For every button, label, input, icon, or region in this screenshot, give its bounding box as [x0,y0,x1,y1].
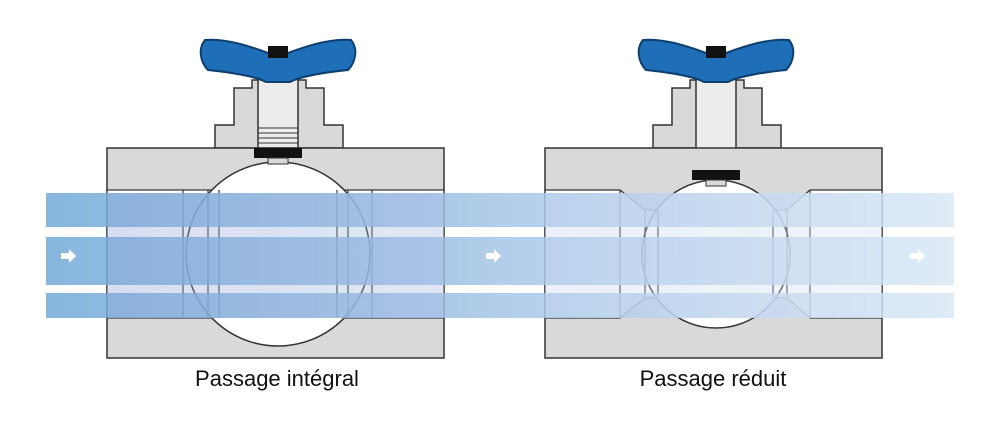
reduced-bore-caption: Passage réduit [639,366,787,391]
stem-seat [692,170,740,180]
full-bore-caption: Passage intégral [195,366,359,391]
stem-seat [254,148,302,158]
butterfly-handle-icon [199,38,357,83]
ball-flow-tint [107,193,444,318]
valve-stem [257,77,299,149]
ball-flow-tint [545,193,882,318]
right-arrow-icon [910,249,925,263]
right-arrow-icon [486,249,501,263]
butterfly-handle-icon [637,38,795,83]
right-arrow-icon [61,249,76,263]
